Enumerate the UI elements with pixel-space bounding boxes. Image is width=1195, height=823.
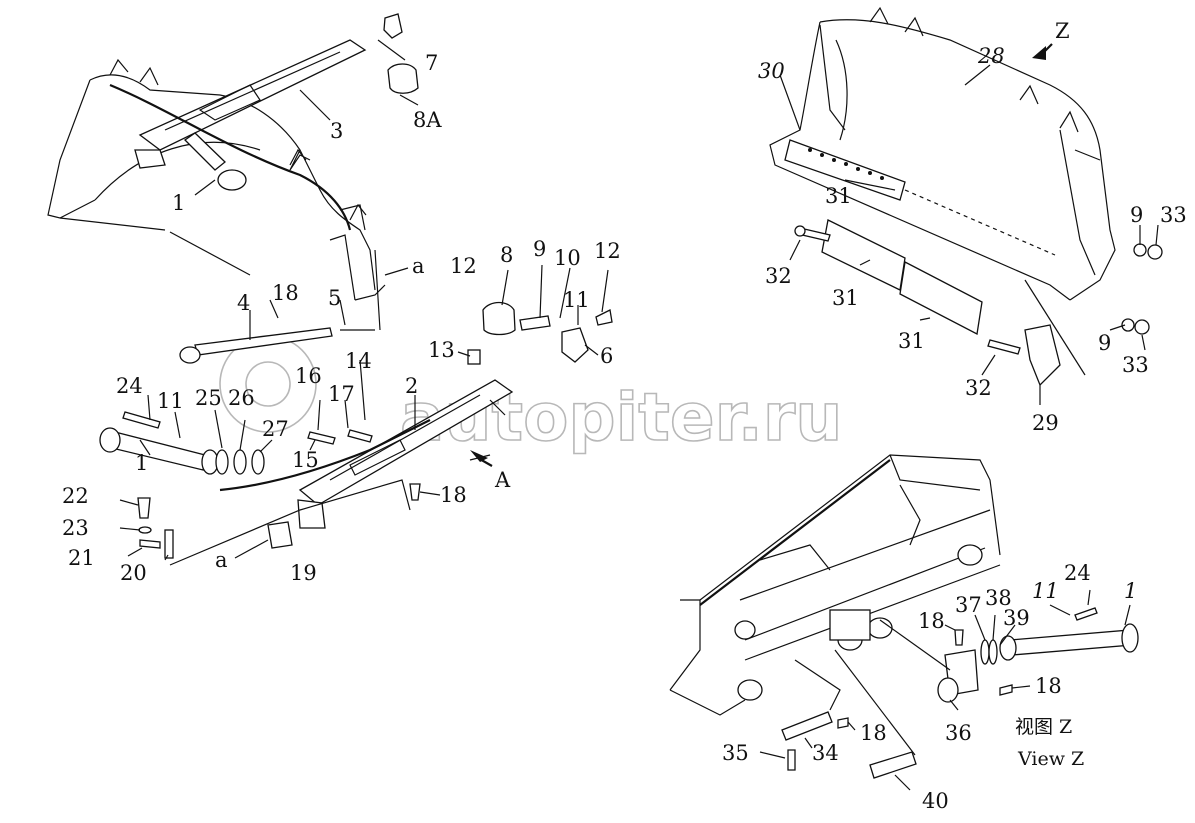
callout-34: 34 — [812, 741, 839, 765]
callout-25: 25 — [195, 386, 222, 410]
callout-16: 16 — [295, 364, 322, 388]
callouts-left: 7 8A 3 1 a 12 18 4 5 8 9 10 12 11 6 13 1… — [62, 51, 621, 585]
callout-8a: 8A — [413, 108, 442, 132]
callout-36: 36 — [945, 721, 972, 745]
callout-6: 6 — [600, 344, 613, 368]
view-label-chinese: 视图 Z — [1015, 716, 1072, 738]
callout-5: 5 — [328, 286, 341, 310]
callout-28: 28 — [977, 44, 1005, 68]
callout-39: 39 — [1003, 606, 1030, 630]
callout-13: 13 — [428, 338, 455, 362]
callout-17: 17 — [328, 382, 355, 406]
callout-9: 9 — [533, 237, 546, 261]
callout-18: 18 — [440, 483, 467, 507]
callout-a: a — [215, 548, 228, 572]
callouts-right-top: Z 30 28 31 9 33 32 31 31 9 33 32 29 — [758, 19, 1187, 435]
callout-19: 19 — [290, 561, 317, 585]
blade-assembly-left — [47, 13, 613, 566]
callout-4: 4 — [237, 291, 250, 315]
callout-9: 9 — [1130, 203, 1143, 227]
watermark-text: autopiter.ru — [400, 379, 842, 456]
callout-35: 35 — [722, 741, 749, 765]
callout-31: 31 — [832, 286, 859, 310]
callout-21: 21 — [68, 546, 95, 570]
callout-a: a — [412, 254, 425, 278]
callout-18: 18 — [272, 281, 299, 305]
callout-14: 14 — [345, 349, 372, 373]
callout-30: 30 — [758, 59, 785, 83]
callout-12: 12 — [450, 254, 477, 278]
callout-22: 22 — [62, 484, 89, 508]
callout-7: 7 — [425, 51, 438, 75]
view-z-caption: 视图 Z View Z — [1015, 716, 1084, 770]
frame-assembly-right — [669, 454, 1139, 791]
callout-32: 32 — [965, 376, 992, 400]
callout-31: 31 — [825, 184, 852, 208]
callout-24: 24 — [116, 374, 143, 398]
callout-23: 23 — [62, 516, 89, 540]
callout-33: 33 — [1160, 203, 1187, 227]
callout-11: 11 — [157, 389, 184, 413]
callout-27: 27 — [262, 417, 289, 441]
view-label-english: View Z — [1017, 748, 1084, 770]
callout-33: 33 — [1122, 353, 1149, 377]
callout-12: 12 — [594, 239, 621, 263]
callout-arrow-a: A — [494, 468, 511, 492]
watermark: autopiter.ru — [219, 335, 843, 457]
callout-18: 18 — [918, 609, 945, 633]
callout-32: 32 — [765, 264, 792, 288]
callout-11: 11 — [563, 288, 590, 312]
callout-9: 9 — [1098, 331, 1111, 355]
callout-1: 1 — [172, 191, 185, 215]
blade-rear-view-z — [769, 6, 1163, 405]
callout-40: 40 — [922, 789, 949, 813]
callouts-right-bottom: 11 24 1 18 37 38 39 18 36 18 35 34 40 — [722, 561, 1137, 813]
callout-11: 11 — [1032, 579, 1059, 603]
callout-18: 18 — [860, 721, 887, 745]
callout-3: 3 — [330, 119, 343, 143]
callout-10: 10 — [554, 246, 581, 270]
callout-2: 2 — [405, 374, 418, 398]
callout-z: Z — [1055, 19, 1070, 43]
callout-20: 20 — [120, 561, 147, 585]
callout-38: 38 — [985, 586, 1012, 610]
callout-8: 8 — [500, 243, 513, 267]
callout-37: 37 — [955, 593, 982, 617]
callout-1: 1 — [1124, 579, 1137, 603]
callout-18: 18 — [1035, 674, 1062, 698]
callout-24: 24 — [1064, 561, 1091, 585]
callout-26: 26 — [228, 386, 255, 410]
callout-31: 31 — [898, 329, 925, 353]
callout-1: 1 — [135, 451, 148, 475]
callout-29: 29 — [1032, 411, 1059, 435]
callout-15: 15 — [292, 448, 319, 472]
